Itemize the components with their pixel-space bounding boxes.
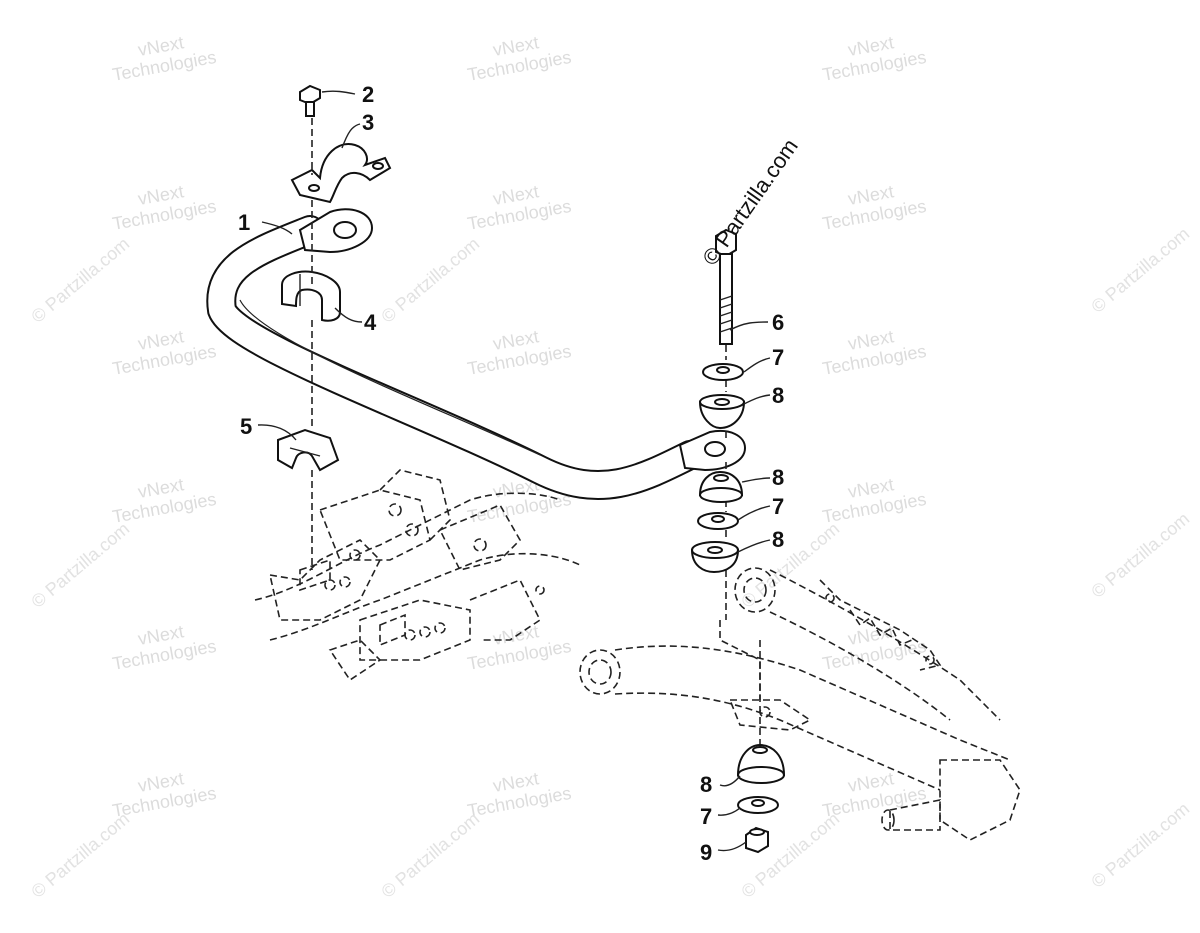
bolt-small bbox=[299, 84, 321, 117]
callout-6: 6 bbox=[772, 310, 784, 335]
callout-7b: 7 bbox=[772, 494, 784, 519]
callout-7c: 7 bbox=[700, 804, 712, 829]
stabilizer-bar bbox=[206, 208, 747, 500]
a-arm-outline bbox=[579, 567, 1021, 841]
bushing-lower bbox=[277, 428, 340, 472]
callout-4: 4 bbox=[364, 310, 377, 335]
lock-nut bbox=[745, 826, 769, 854]
bushing-upper bbox=[281, 270, 341, 322]
callout-8a: 8 bbox=[772, 383, 784, 408]
long-bolt bbox=[715, 228, 737, 345]
leader-lines bbox=[257, 90, 771, 852]
callout-8c: 8 bbox=[772, 527, 784, 552]
callout-8b: 8 bbox=[772, 465, 784, 490]
washer bbox=[697, 512, 739, 530]
callout-7a: 7 bbox=[772, 345, 784, 370]
rubber-grommet bbox=[736, 743, 786, 784]
callout-3: 3 bbox=[362, 110, 374, 135]
rubber-grommet bbox=[690, 541, 740, 574]
callout-8d: 8 bbox=[700, 772, 712, 797]
callout-2: 2 bbox=[362, 82, 374, 107]
callout-1: 1 bbox=[238, 210, 250, 235]
washer bbox=[702, 363, 744, 381]
washer bbox=[737, 796, 779, 814]
callout-9: 9 bbox=[700, 840, 712, 865]
callout-5: 5 bbox=[240, 414, 252, 439]
frame-outline bbox=[254, 469, 581, 682]
clamp-bracket bbox=[290, 143, 392, 204]
rubber-grommet bbox=[698, 470, 744, 503]
rubber-grommet bbox=[698, 394, 746, 430]
